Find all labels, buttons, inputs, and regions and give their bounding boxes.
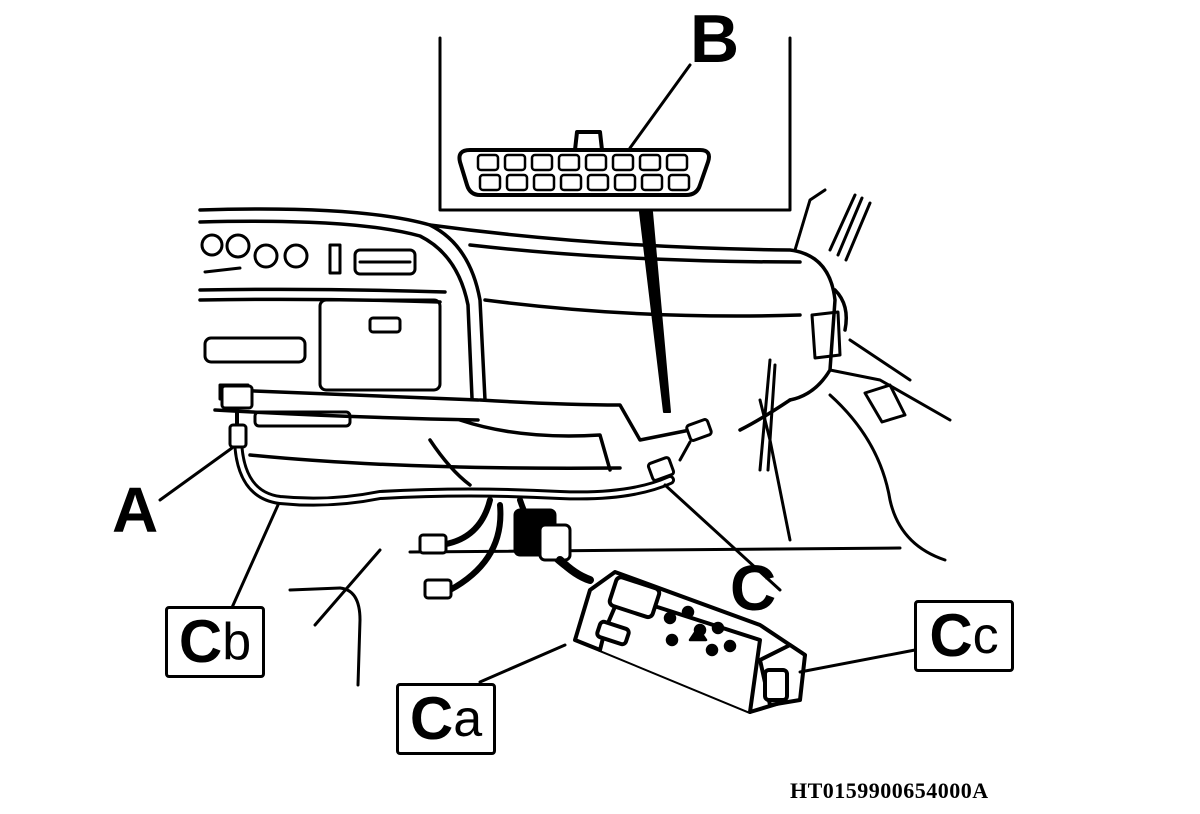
label-cb-prefix: C <box>178 608 223 675</box>
callout-a: A <box>112 474 159 546</box>
label-cc-suffix: c <box>972 607 999 665</box>
harness-cable-core <box>236 438 672 504</box>
scan-tool-cable <box>556 556 594 584</box>
scan-tool-keys <box>663 605 737 657</box>
label-cc-prefix: C <box>929 602 973 669</box>
figure-id: HT0159900654000A <box>790 778 989 803</box>
callout-b: B <box>690 1 740 77</box>
leader-b <box>628 63 692 150</box>
label-ca-prefix: C <box>409 685 454 752</box>
instrument-panel <box>198 207 848 487</box>
door-pillar <box>758 188 952 562</box>
leader-lines <box>158 446 917 684</box>
connector-a-plug <box>220 384 254 449</box>
label-ca-suffix: a <box>453 690 483 748</box>
inset-pointer <box>639 211 671 413</box>
callout-c: C <box>730 552 777 624</box>
label-cb-suffix: b <box>222 613 252 671</box>
center-controls <box>200 233 442 428</box>
branch-connectors <box>418 508 572 600</box>
connector-c-plug <box>646 418 713 482</box>
connector-inset <box>438 36 792 212</box>
diagnostic-connector-b <box>457 130 711 197</box>
adapter-cc <box>758 643 807 707</box>
scan-tool-body <box>573 570 807 714</box>
connector-pins <box>476 153 691 192</box>
